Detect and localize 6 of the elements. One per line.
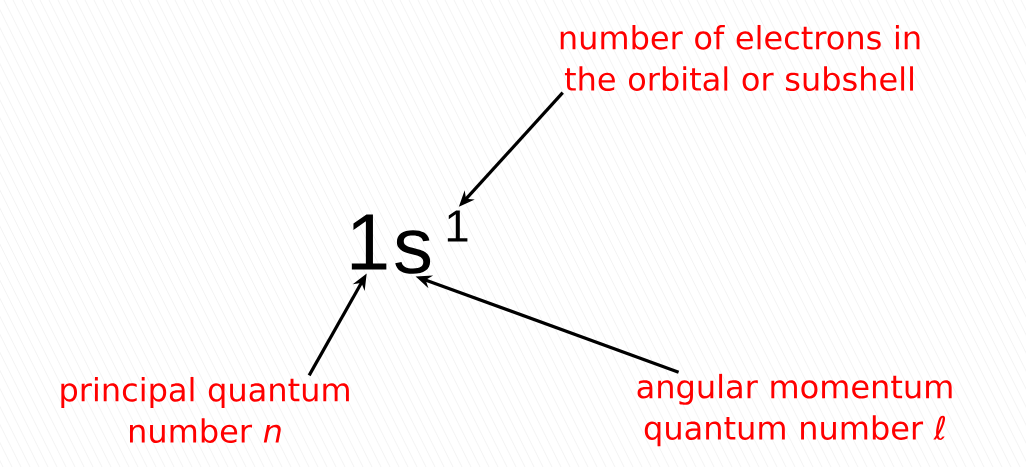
annotation-text: number of electrons in the orbital or subshell — [560, 24, 920, 92]
superscript-number: 1 — [447, 210, 468, 242]
symbol-letter: s — [395, 230, 431, 274]
annotation-text: principal quantum number n — [61, 376, 349, 444]
annotation-text: angular momentum quantum number ℓ — [637, 373, 952, 447]
symbol-letter: 1 — [351, 214, 387, 270]
